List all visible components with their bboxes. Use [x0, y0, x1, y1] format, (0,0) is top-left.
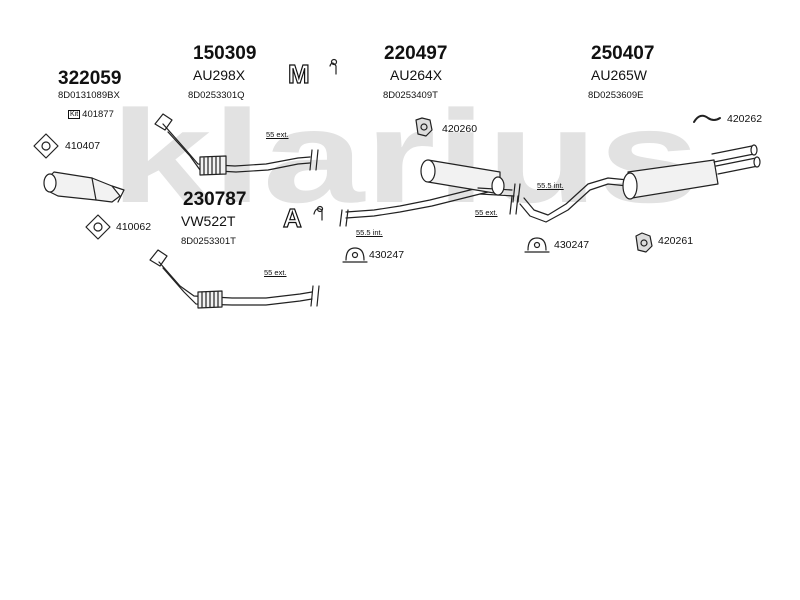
oe-code: 8D0253409T: [383, 90, 438, 101]
oe-code: 8D0131089BX: [58, 90, 120, 101]
oe-code: 8D0253301T: [181, 236, 236, 247]
exhaust-clamp-icon: [342, 247, 368, 263]
oe-code: 8D0253301Q: [188, 90, 245, 101]
fitting-code: 430247: [369, 249, 405, 261]
manual-gearbox-symbol: M: [288, 59, 310, 89]
pipe-note: 55.5 int.: [356, 228, 383, 237]
manual-gearbox-icon: [329, 58, 338, 75]
model-code: AU264X: [390, 67, 443, 83]
rear-silencer: [509, 144, 761, 223]
model-code: AU265W: [591, 67, 648, 83]
exhaust-clamp-icon: [524, 237, 550, 253]
fitting-code: 420260: [442, 123, 478, 135]
rubber-mount-icon: [415, 117, 433, 137]
part-number: 220497: [384, 43, 448, 64]
fitting-code: 410062: [116, 221, 152, 233]
model-code: VW522T: [181, 213, 236, 229]
front-pipe-lower: [149, 249, 320, 309]
fitting-code: 430247: [554, 239, 590, 251]
automatic-gearbox-icon: [313, 205, 324, 221]
pipe-note: 55 ext.: [264, 268, 287, 277]
kit-number: 401877: [82, 109, 114, 120]
flange-gasket-icon: [85, 214, 111, 240]
kit-badge: Kit: [68, 110, 81, 119]
fitting-code: 420261: [658, 235, 694, 247]
fitting-code: 420262: [727, 113, 763, 125]
flange-gasket-icon: [33, 133, 59, 159]
rubber-mount-icon: [635, 232, 653, 253]
part-number: 150309: [193, 43, 257, 64]
fitting-code: 410407: [65, 140, 101, 152]
pipe-note: 55 ext.: [475, 208, 498, 217]
hanger-hook-icon: [693, 114, 721, 123]
oe-code: 8D0253609E: [588, 90, 644, 101]
automatic-gearbox-symbol: A: [283, 203, 302, 233]
catalytic-converter: [43, 171, 125, 203]
pipe-note: 55.5 int.: [537, 181, 564, 190]
part-number: 230787: [183, 189, 247, 210]
pipe-note: 55 ext.: [266, 130, 289, 139]
part-number: 250407: [591, 43, 655, 64]
model-code: AU298X: [193, 67, 246, 83]
part-number: 322059: [58, 68, 122, 89]
centre-silencer: [339, 159, 521, 227]
front-pipe-upper: [154, 113, 319, 176]
